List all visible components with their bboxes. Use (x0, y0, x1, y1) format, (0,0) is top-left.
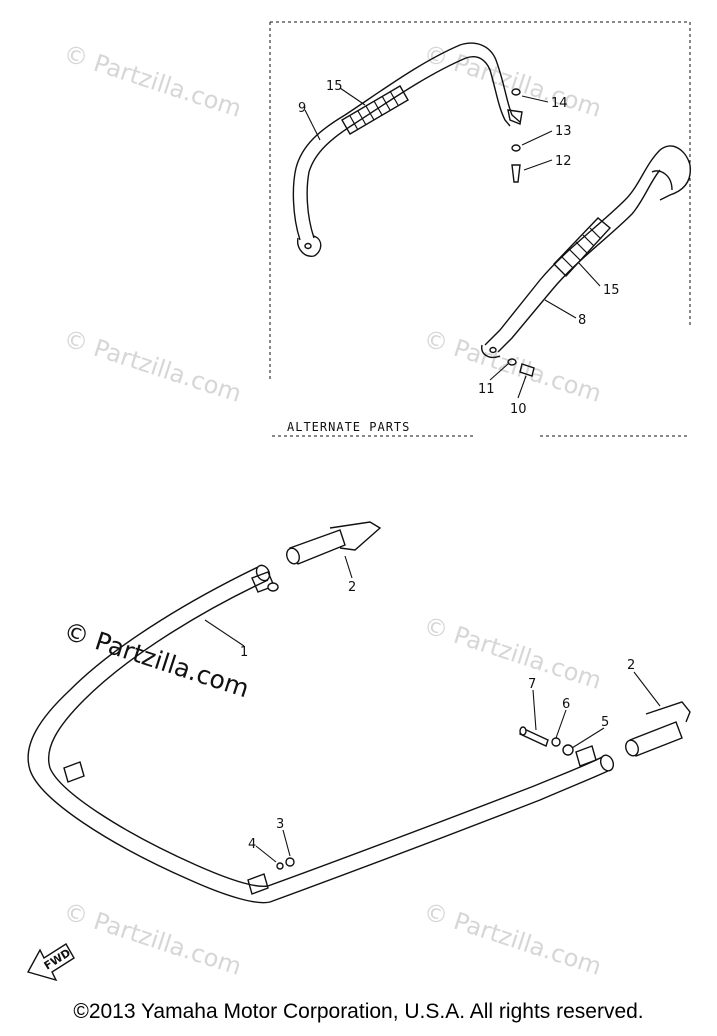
alternate-parts-label: ALTERNATE PARTS (287, 420, 410, 434)
leader-lines (204, 87, 661, 863)
watermark: © Partzilla.com (420, 897, 605, 981)
watermark: © Partzilla.com (60, 897, 245, 981)
callout-1: 1 (240, 645, 248, 660)
callout-14: 14 (551, 96, 568, 111)
callout-3: 3 (276, 817, 284, 832)
callout-9: 9 (298, 101, 306, 116)
part-8-handle (481, 145, 692, 377)
callout-12: 12 (555, 154, 572, 169)
callout-13: 13 (555, 124, 572, 139)
alternate-parts-box: ALTERNATE PARTS (269, 21, 691, 437)
part-2-grip-left (286, 521, 382, 565)
watermark: © Partzilla.com (420, 611, 605, 695)
grip (341, 85, 409, 135)
callout-2: 2 (348, 580, 356, 595)
watermark: © Partzilla.com (60, 324, 245, 408)
callout-11: 11 (478, 382, 495, 397)
watermark-group: © Partzilla.com © Partzilla.com © Partzi… (60, 39, 605, 981)
part-9-handle (292, 42, 523, 257)
part-1-bumper (27, 564, 615, 904)
watermark-dark: © Partzilla.com (60, 616, 252, 703)
callout-2: 2 (627, 658, 635, 673)
watermark: © Partzilla.com (60, 39, 245, 123)
copyright-text: ©2013 Yamaha Motor Corporation, U.S.A. A… (73, 1000, 644, 1023)
hardware-5-6-7 (519, 726, 574, 756)
callout-8: 8 (578, 313, 586, 328)
grip (553, 217, 612, 278)
callout-4: 4 (248, 837, 256, 852)
part-2-grip-right (625, 701, 691, 757)
callout-5: 5 (601, 715, 609, 730)
callout-6: 6 (562, 697, 570, 712)
callout-15: 15 (603, 283, 620, 298)
callout-10: 10 (510, 402, 527, 417)
fwd-arrow: FWD (26, 943, 75, 982)
callout-7: 7 (528, 677, 536, 692)
callout-15: 15 (326, 79, 343, 94)
hardware-3-4 (276, 857, 295, 870)
callouts: 15 9 14 13 12 15 8 11 10 2 1 7 6 5 2 3 4 (240, 79, 635, 852)
